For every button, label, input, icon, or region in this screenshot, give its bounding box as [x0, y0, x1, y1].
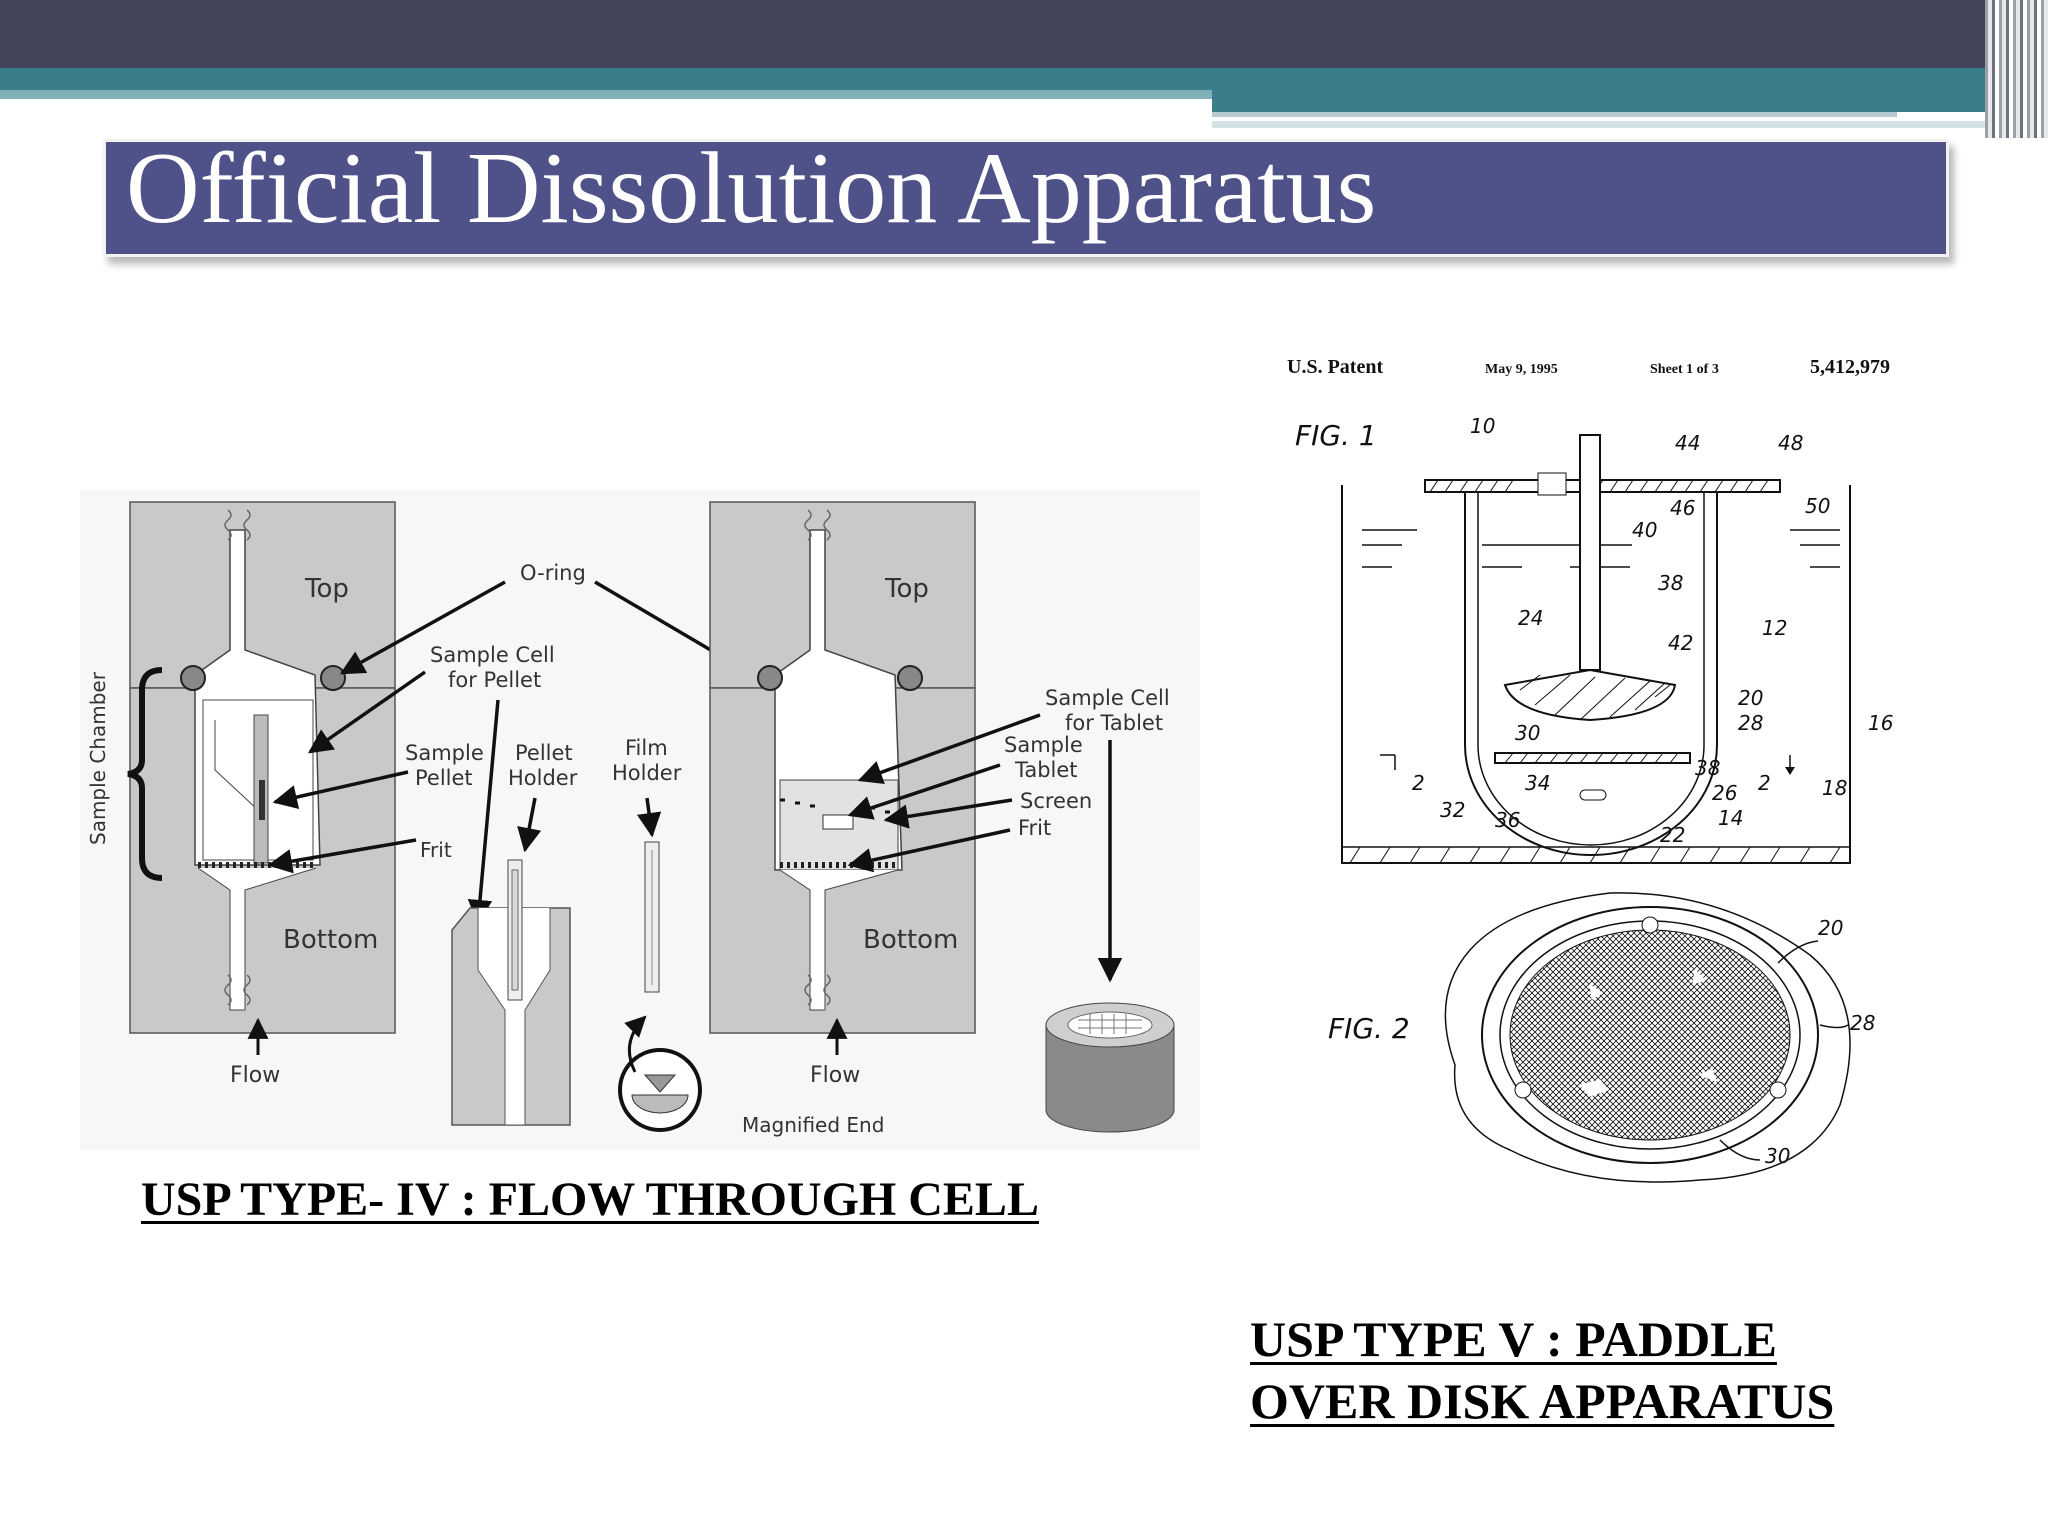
ref-2-left: 2	[1412, 771, 1425, 795]
ref-38: 38	[1658, 571, 1683, 595]
ref-20-fig2: 20	[1818, 916, 1843, 940]
ref-14: 14	[1718, 806, 1743, 830]
title-box: Official Dissolution Apparatus	[103, 132, 1949, 257]
ref-16: 16	[1868, 711, 1893, 735]
ref-22: 22	[1660, 823, 1685, 847]
label-sample-chamber: Sample Chamber	[86, 671, 110, 845]
label-film-holder-1: Film	[625, 736, 668, 760]
label-film-holder-2: Holder	[612, 761, 682, 785]
ref-26: 26	[1712, 781, 1737, 805]
label-sample-tablet-2: Tablet	[1014, 758, 1078, 782]
label-sample-cell-pellet-2: for Pellet	[448, 668, 541, 692]
ref-50: 50	[1805, 494, 1830, 518]
top-dark-bar	[0, 0, 2048, 68]
label-screen: Screen	[1020, 789, 1092, 813]
ref-34: 34	[1525, 771, 1550, 795]
light-band-left	[0, 90, 1212, 99]
label-frit-right: Frit	[1018, 816, 1051, 840]
label-sample-pellet-1: Sample	[405, 741, 484, 765]
label-sample-tablet-1: Sample	[1004, 733, 1083, 757]
ref-44: 44	[1675, 431, 1700, 455]
ref-30: 30	[1515, 721, 1540, 745]
label-sample-pellet-2: Pellet	[415, 766, 473, 790]
label-sample-cell-tablet-1: Sample Cell	[1045, 686, 1170, 710]
ref-32: 32	[1440, 798, 1465, 822]
patent-label: U.S. Patent	[1287, 356, 1383, 378]
thin-rule-right	[1212, 112, 1897, 117]
label-sample-cell-tablet-2: for Tablet	[1065, 711, 1163, 735]
label-flow-left: Flow	[230, 1063, 280, 1088]
label-top-right: Top	[884, 574, 929, 604]
ref-48: 48	[1778, 431, 1803, 455]
ref-38b: 38	[1695, 756, 1720, 780]
caption-usp-type-v-line2: OVER DISK APPARATUS	[1250, 1373, 1835, 1429]
label-pellet-holder-2: Holder	[508, 766, 578, 790]
label-frit-left: Frit	[420, 838, 452, 862]
thin-rule-right-2	[1212, 121, 2012, 128]
ref-24: 24	[1518, 606, 1543, 630]
fig1-label: FIG. 1	[1295, 419, 1377, 452]
fig2-label: FIG. 2	[1328, 1012, 1410, 1045]
ref-28-fig2: 28	[1850, 1011, 1875, 1035]
caption-usp-type-v-line1: USP TYPE V : PADDLE	[1250, 1311, 1777, 1367]
label-sample-cell-pellet-1: Sample Cell	[430, 643, 555, 667]
flow-through-cell-diagram: Top Bottom Flow Sample Chamber O-ring Sa…	[80, 490, 1200, 1150]
patent-number: 5,412,979	[1810, 356, 1890, 378]
ref-20: 20	[1738, 686, 1763, 710]
label-bottom-right: Bottom	[863, 925, 958, 955]
paddle-over-disk-patent-drawing: U.S. Patent May 9, 1995 Sheet 1 of 3 5,4…	[1287, 356, 1893, 1183]
patent-sheet: Sheet 1 of 3	[1650, 362, 1719, 377]
ref-40: 40	[1632, 518, 1657, 542]
label-top-left: Top	[304, 574, 349, 604]
label-bottom-left: Bottom	[283, 925, 378, 955]
ref-36: 36	[1495, 808, 1520, 832]
ref-46: 46	[1670, 496, 1695, 520]
ref-10: 10	[1470, 414, 1495, 438]
page-title: Official Dissolution Apparatus	[126, 132, 1377, 245]
ref-2-right: 2	[1758, 771, 1771, 795]
ref-12: 12	[1762, 616, 1787, 640]
ref-42: 42	[1668, 631, 1693, 655]
label-oring: O-ring	[520, 561, 586, 585]
ref-18: 18	[1822, 776, 1847, 800]
corner-stripes	[1985, 0, 2048, 138]
ref-30-fig2: 30	[1765, 1144, 1790, 1168]
teal-band-right	[1212, 90, 2002, 112]
label-pellet-holder-1: Pellet	[515, 741, 573, 765]
label-magnified-end: Magnified End	[742, 1113, 884, 1137]
caption-usp-type-iv: USP TYPE- IV : FLOW THROUGH CELL	[141, 1173, 1039, 1226]
ref-28: 28	[1738, 711, 1763, 735]
patent-date: May 9, 1995	[1485, 362, 1558, 377]
label-flow-right: Flow	[810, 1063, 860, 1088]
teal-band	[0, 68, 2048, 90]
